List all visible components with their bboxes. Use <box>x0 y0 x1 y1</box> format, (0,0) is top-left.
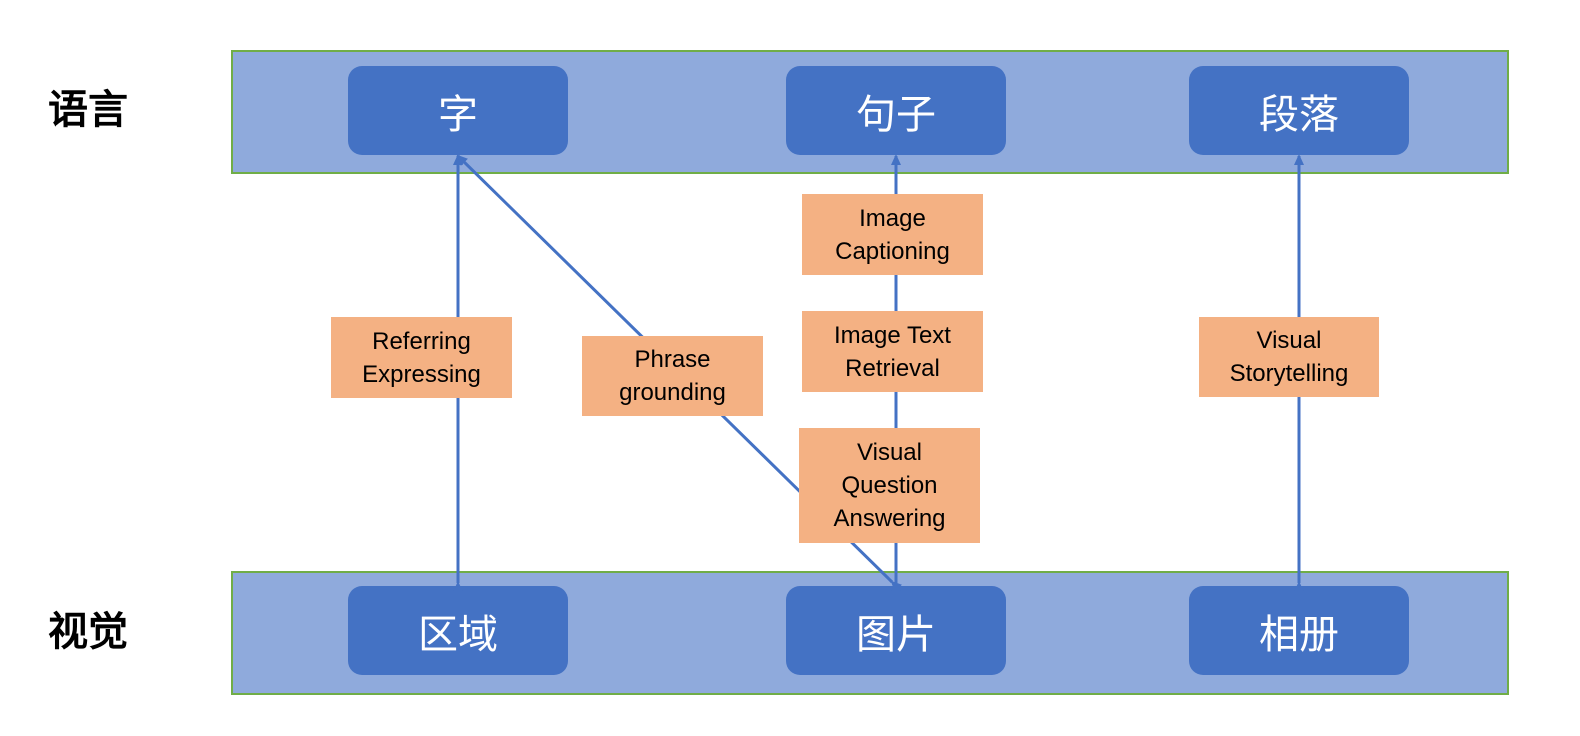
task-line: Answering <box>833 505 946 532</box>
task-visual-storytelling: Visual Storytelling <box>1199 317 1379 397</box>
vision-row-label: 视觉 <box>48 609 128 655</box>
task-line: Visual <box>857 439 922 466</box>
task-visual-question-answering: Visual Question Answering <box>799 428 980 543</box>
node-word: 字 <box>348 66 568 155</box>
task-referring-expressing: Referring Expressing <box>331 317 512 398</box>
task-line: Retrieval <box>845 354 940 382</box>
task-line: Question <box>841 472 938 499</box>
task-line: Image <box>859 204 926 232</box>
node-image: 图片 <box>786 586 1006 675</box>
task-line: Image Text <box>834 321 951 349</box>
task-line: Captioning <box>835 237 950 265</box>
node-sentence: 句子 <box>786 66 1006 155</box>
node-album: 相册 <box>1189 586 1409 675</box>
task-line: grounding <box>619 379 726 406</box>
task-phrase-grounding: Phrase grounding <box>582 336 763 416</box>
node-paragraph: 段落 <box>1189 66 1409 155</box>
task-line: Referring <box>372 327 471 355</box>
node-region: 区域 <box>348 586 568 675</box>
task-image-text-retrieval: Image Text Retrieval <box>802 311 983 392</box>
task-line: Phrase <box>634 346 711 373</box>
task-line: Storytelling <box>1229 360 1349 387</box>
language-row-label: 语言 <box>48 87 128 133</box>
task-image-captioning: Image Captioning <box>802 194 983 275</box>
task-line: Expressing <box>362 360 481 388</box>
task-line: Visual <box>1256 327 1322 354</box>
